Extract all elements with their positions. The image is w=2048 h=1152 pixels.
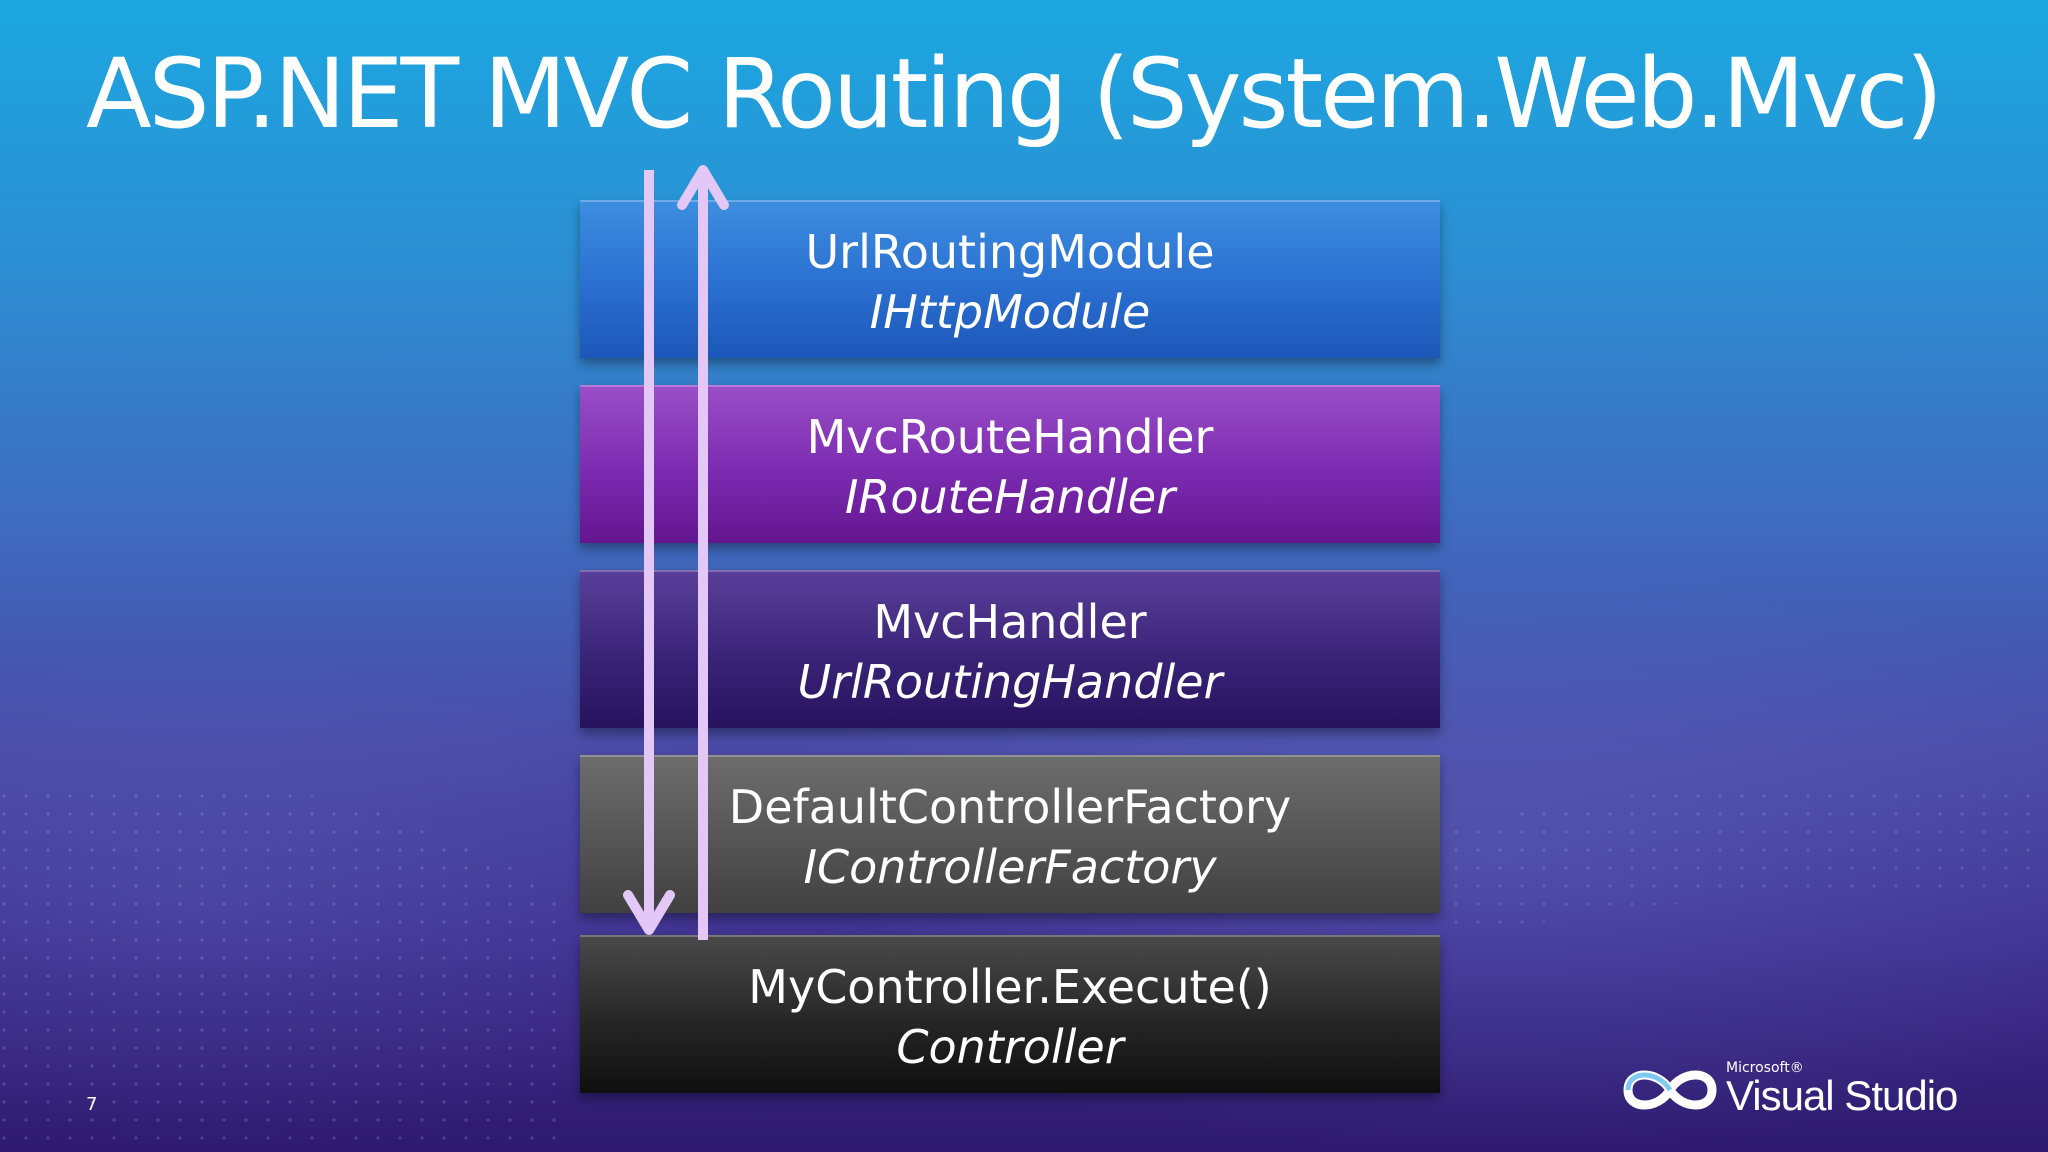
layer-name: MvcRouteHandler xyxy=(806,410,1214,464)
layer-interface: Controller xyxy=(896,1020,1124,1074)
visual-studio-logo: Microsoft® Visual Studio xyxy=(1618,1054,1958,1124)
infinity-logo-icon xyxy=(1623,1070,1717,1110)
layer-mvc-route-handler: MvcRouteHandler IRouteHandler xyxy=(580,385,1440,543)
logo-company: Microsoft® xyxy=(1726,1060,1804,1076)
layer-interface: IRouteHandler xyxy=(844,470,1176,524)
layer-interface: IHttpModule xyxy=(869,285,1151,339)
down-arrow xyxy=(623,170,675,935)
layer-name: MyController.Execute() xyxy=(748,960,1272,1014)
layer-name: UrlRoutingModule xyxy=(805,225,1215,279)
page-number: 7 xyxy=(86,1094,98,1115)
up-arrow xyxy=(677,165,729,940)
layer-name: DefaultControllerFactory xyxy=(728,780,1292,834)
layer-interface: IControllerFactory xyxy=(803,840,1217,894)
layer-my-controller: MyController.Execute() Controller xyxy=(580,935,1440,1093)
layer-url-routing-module: UrlRoutingModule IHttpModule xyxy=(580,200,1440,358)
logo-product: Visual Studio xyxy=(1726,1072,1958,1119)
slide-title: ASP.NET MVC Routing (System.Web.Mvc) xyxy=(86,38,1943,150)
layer-name: MvcHandler xyxy=(873,595,1147,649)
layer-default-controller-factory: DefaultControllerFactory IControllerFact… xyxy=(580,755,1440,913)
layer-interface: UrlRoutingHandler xyxy=(797,655,1223,709)
layer-mvc-handler: MvcHandler UrlRoutingHandler xyxy=(580,570,1440,728)
